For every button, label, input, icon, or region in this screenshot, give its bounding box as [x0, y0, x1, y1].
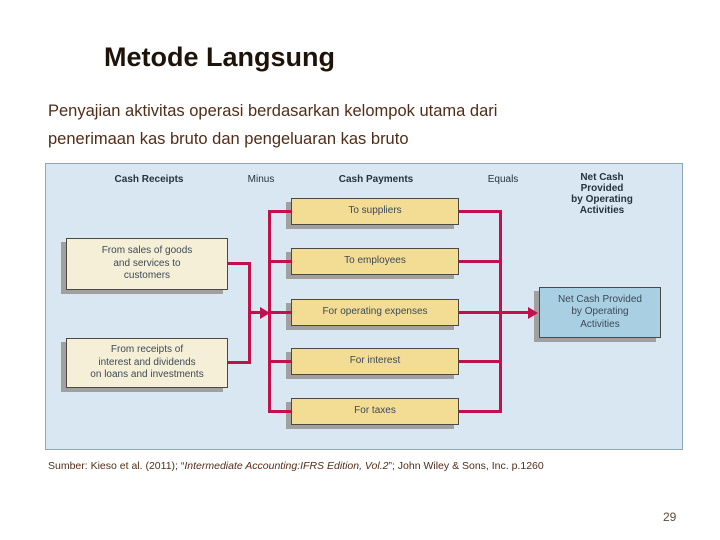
connector-line	[459, 210, 502, 213]
connector-line	[459, 360, 502, 363]
source-prefix: Sumber: Kieso et al. (2011); “	[48, 460, 185, 472]
source-citation: Sumber: Kieso et al. (2011); “Intermedia…	[48, 460, 544, 472]
payment-box-employees: To employees	[291, 248, 459, 275]
payment-box-interest: For interest	[291, 348, 459, 375]
header-net-cash: Net Cash Provided by Operating Activitie…	[571, 172, 633, 216]
slide-title: Metode Langsung	[104, 42, 335, 72]
connector-line	[268, 360, 291, 363]
header-equals: Equals	[487, 174, 519, 185]
arrowhead-equals	[528, 306, 538, 319]
connector-line	[268, 210, 291, 213]
arrowhead-minus	[260, 306, 270, 319]
payment-box-taxes: For taxes	[291, 398, 459, 425]
receipt-box-interest-dividends: From receipts of interest and dividends …	[66, 338, 228, 388]
header-cash-receipts: Cash Receipts	[114, 174, 184, 185]
connector-line	[228, 262, 250, 265]
connector-line	[268, 410, 291, 413]
cash-flow-diagram: Cash Receipts Minus Cash Payments Equals…	[45, 163, 683, 450]
result-box-net-cash: Net Cash Provided by Operating Activitie…	[539, 287, 661, 338]
connector-line	[459, 410, 502, 413]
connector-line	[248, 311, 262, 314]
source-book-title: Intermediate Accounting:IFRS Edition, Vo…	[184, 460, 389, 472]
header-minus: Minus	[247, 174, 275, 185]
header-cash-payments: Cash Payments	[338, 174, 414, 185]
connector-line	[268, 260, 291, 263]
source-suffix: ”; John Wiley & Sons, Inc. p.1260	[388, 460, 544, 472]
connector-line	[459, 260, 502, 263]
connector-line	[459, 311, 502, 314]
connector-line	[268, 311, 291, 314]
slide-subtitle: Penyajian aktivitas operasi berdasarkan …	[48, 102, 498, 148]
connector-line	[228, 361, 250, 364]
payment-box-operating-expenses: For operating expenses	[291, 299, 459, 326]
connector-line	[499, 311, 529, 314]
receipt-box-sales: From sales of goods and services to cust…	[66, 238, 228, 290]
payment-box-suppliers: To suppliers	[291, 198, 459, 225]
page-number: 29	[663, 510, 677, 524]
